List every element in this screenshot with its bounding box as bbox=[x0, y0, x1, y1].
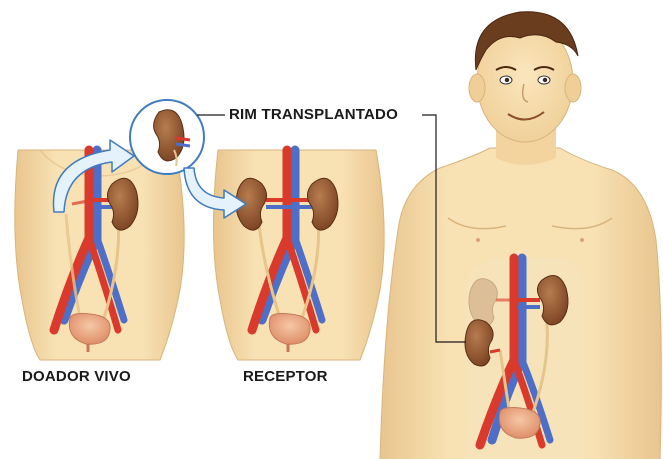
recipient-label: RECEPTOR bbox=[243, 368, 328, 385]
magnified-kidney-circle bbox=[130, 100, 204, 174]
man-transplanted-kidney bbox=[465, 320, 493, 366]
transplanted-kidney-label: RIM TRANSPLANTADO bbox=[229, 106, 398, 123]
man-figure bbox=[380, 12, 661, 459]
donor-label: DOADOR VIVO bbox=[22, 368, 131, 385]
